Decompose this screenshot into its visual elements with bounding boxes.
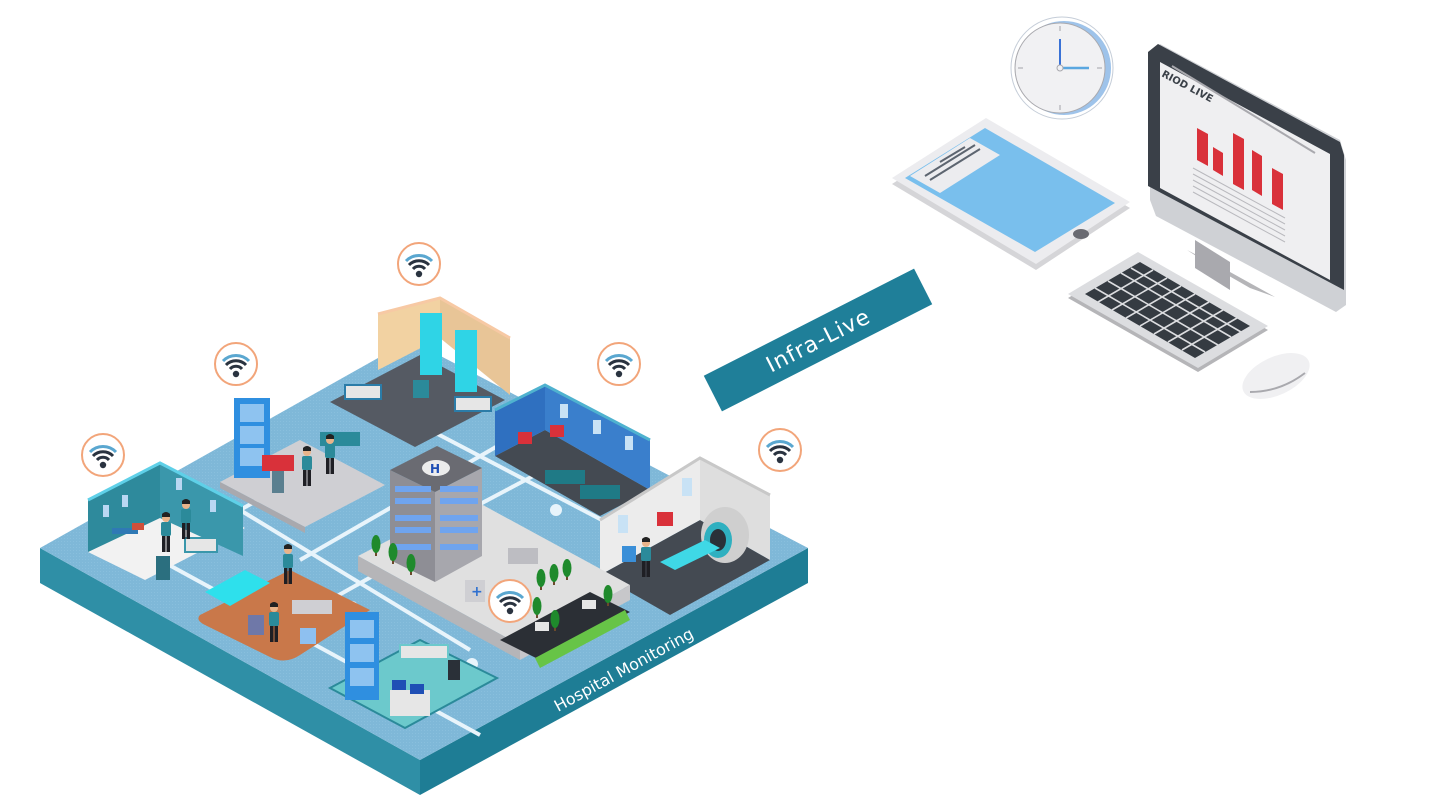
room-mri <box>599 456 771 615</box>
wifi-node-hospital-center <box>487 578 533 624</box>
wifi-node-ward-top <box>396 241 442 287</box>
room-icu-bay <box>327 612 500 730</box>
room-lounge <box>198 544 370 661</box>
room-general-ward <box>330 296 511 447</box>
wifi-node-ward-left <box>80 432 126 478</box>
hospital-building: H + <box>358 446 630 668</box>
wifi-node-emergency <box>596 341 642 387</box>
screen-bar-chart <box>1197 128 1283 210</box>
clock <box>1010 16 1114 120</box>
room-emergency <box>494 383 651 516</box>
tablet-home-button <box>1073 229 1089 239</box>
room-lab-station <box>220 398 385 533</box>
infra-live-banner: Infra-Live <box>703 268 933 412</box>
wifi-node-lab <box>213 341 259 387</box>
medical-cross-sign: + <box>471 584 483 600</box>
keyboard <box>1068 252 1268 372</box>
helipad-h: H <box>430 462 440 476</box>
wifi-node-mri <box>757 427 803 473</box>
mouse <box>1242 353 1310 399</box>
tablet <box>892 118 1130 270</box>
room-patient-ward <box>87 461 245 580</box>
desktop-monitor: RIOD LIVE <box>1148 44 1346 312</box>
